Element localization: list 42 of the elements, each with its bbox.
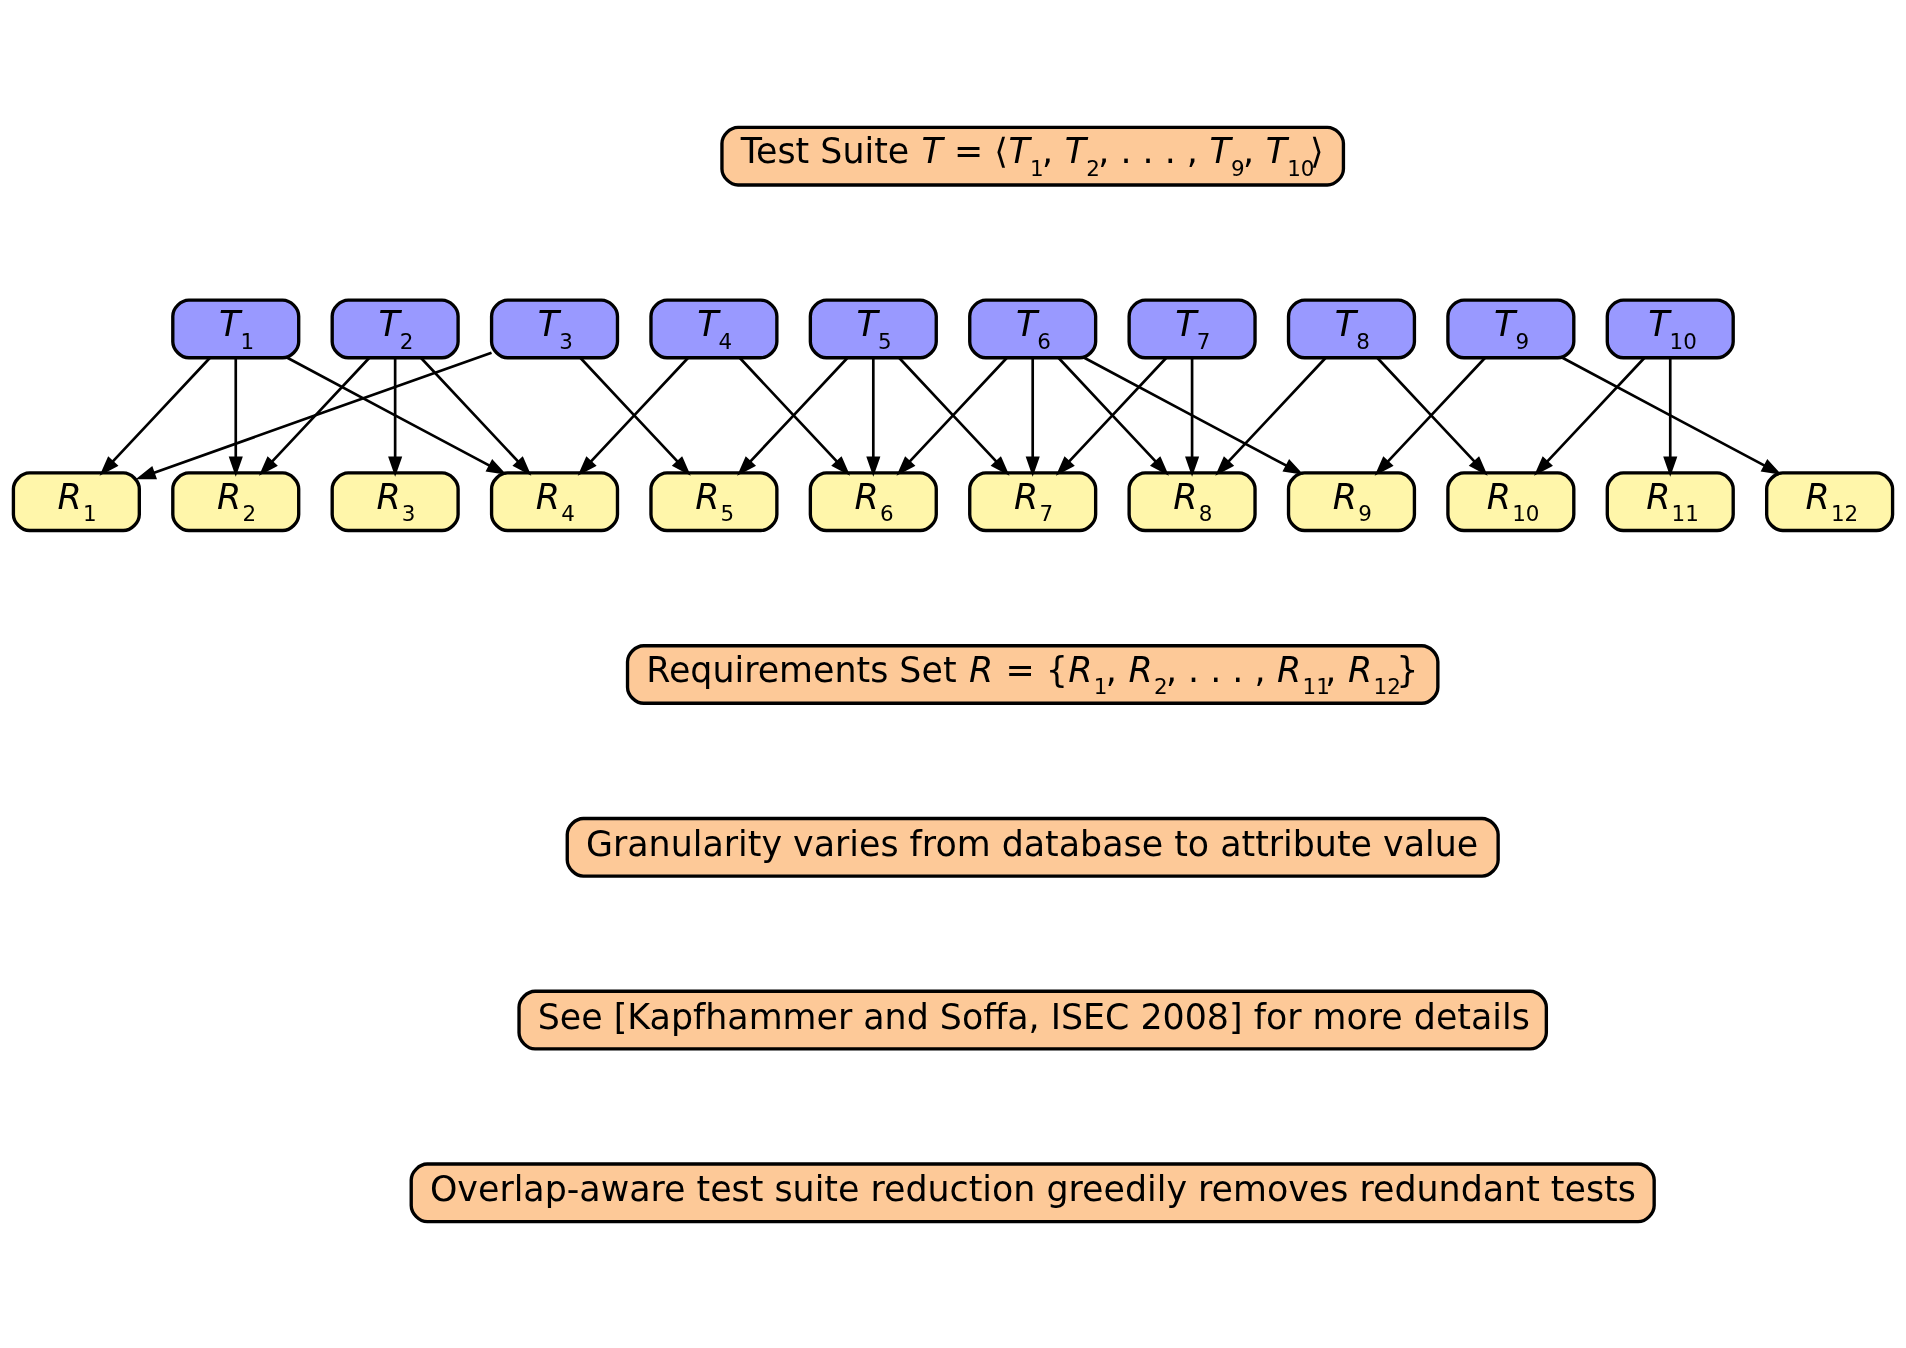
node-box: T$_{5}$: [808, 297, 938, 359]
arrow: [866, 357, 881, 477]
node-box: T$_{6}$: [968, 297, 1098, 359]
node-box: T$_{10}$: [1605, 297, 1735, 359]
arrow: [228, 357, 243, 477]
node-box: R$_{1}$: [11, 470, 141, 532]
node-box: T$_{8}$: [1286, 297, 1417, 359]
arrow: [420, 356, 532, 476]
arrow: [1185, 357, 1200, 477]
arrow: [135, 350, 492, 479]
node-box: Test Suite T = ⟨T$_{1}$, T$_{2}$, . . . , T$_{9}$, T$_{10}$⟩: [720, 125, 1346, 187]
node-box: R$_{12}$: [1765, 470, 1895, 532]
arrow: [1025, 357, 1040, 477]
node-box: T$_{9}$: [1446, 297, 1576, 359]
arrow: [258, 356, 371, 476]
node-box: T$_{4}$: [649, 297, 779, 359]
node-box: T$_{3}$: [489, 297, 620, 359]
node-box: R$_{7}$: [968, 470, 1098, 532]
node-box: R$_{9}$: [1286, 470, 1417, 532]
arrow: [1215, 356, 1327, 476]
node-box: T$_{2}$: [330, 297, 460, 359]
node-box: Overlap-aware test suite reduction greedily removes redundant tests: [409, 1161, 1656, 1223]
arrow: [99, 356, 211, 476]
node-box: R$_{4}$: [489, 470, 620, 532]
arrow: [1561, 356, 1782, 475]
node-box: R$_{5}$: [649, 470, 779, 532]
arrow: [1534, 356, 1646, 476]
arrow: [286, 356, 507, 475]
node-box: See [Kapfhammer and Soffa, ISEC 2008] for more details: [517, 989, 1549, 1051]
node-box: T$_{1}$: [171, 297, 301, 359]
node-box: R$_{8}$: [1127, 470, 1257, 532]
node-box: R$_{11}$: [1605, 470, 1735, 532]
node-box: Requirements Set R = {R$_{1}$, R$_{2}$, . . . , R$_{11}$, R$_{12}$}: [625, 643, 1440, 705]
node-box: Granularity varies from database to attribute value: [565, 816, 1500, 878]
arrow: [388, 357, 403, 477]
node-box: T$_{7}$: [1127, 297, 1257, 359]
arrow: [1663, 357, 1678, 477]
node-box: R$_{6}$: [808, 470, 938, 532]
node-box: R$_{3}$: [330, 470, 460, 532]
arrow: [1083, 356, 1304, 475]
node-box: R$_{2}$: [171, 470, 301, 532]
node-box: R$_{10}$: [1446, 470, 1576, 532]
